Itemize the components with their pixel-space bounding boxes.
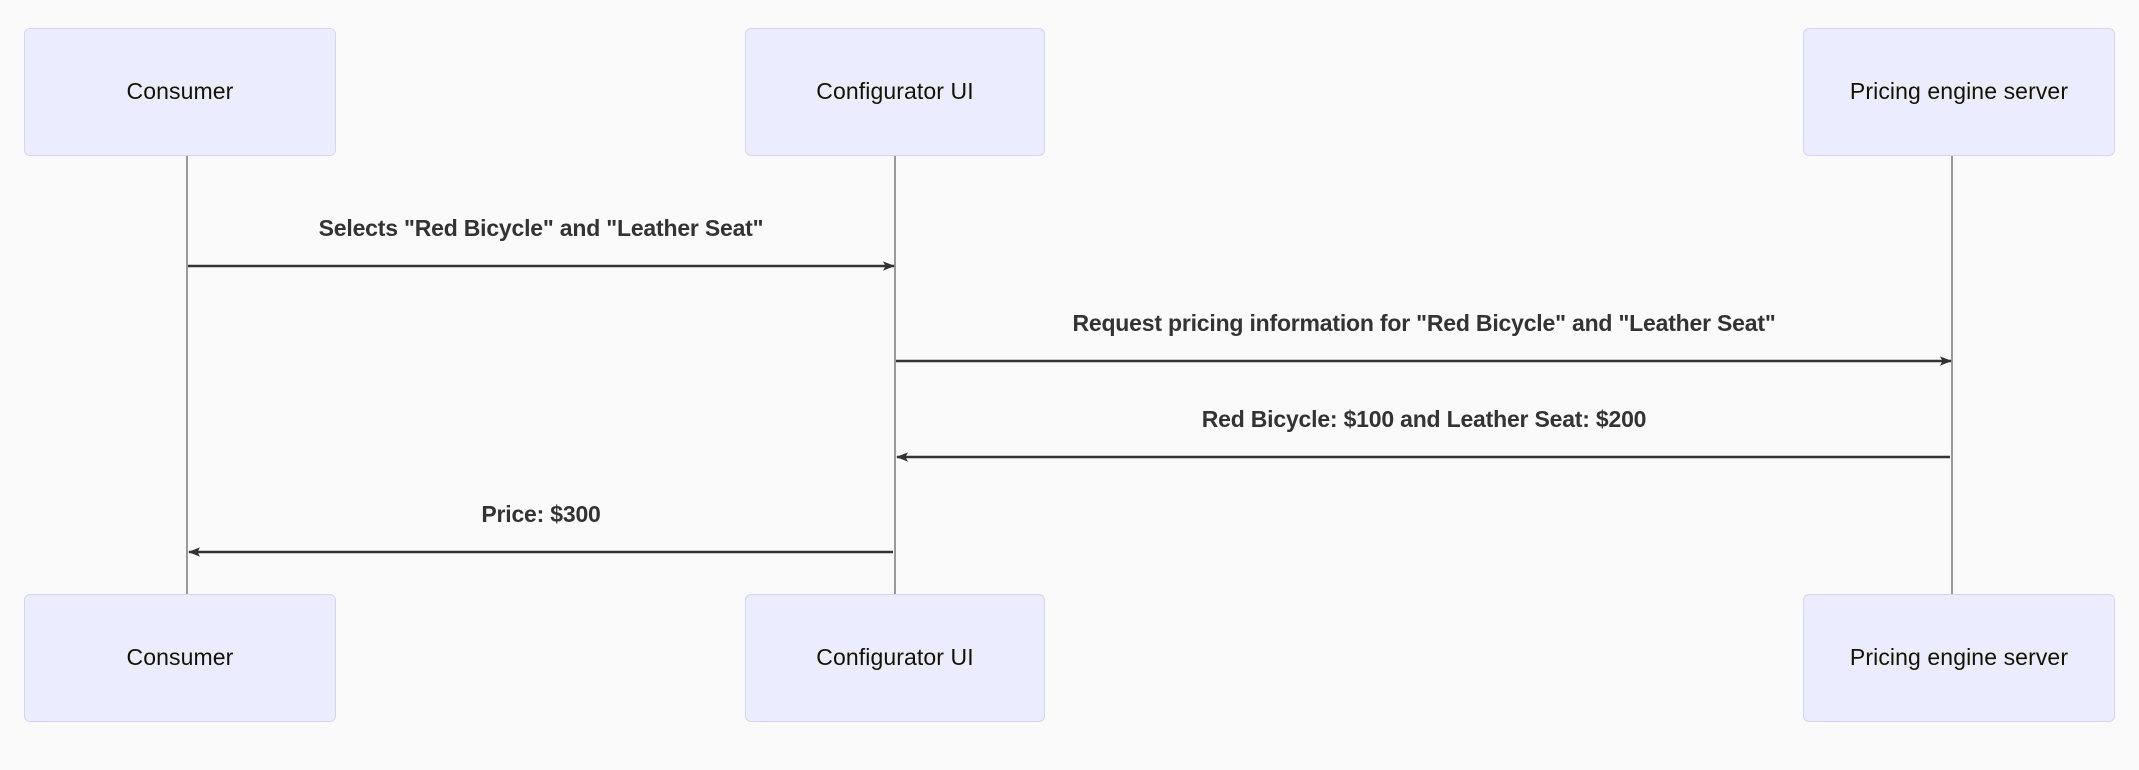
actor-label-consumer: Consumer [126, 78, 234, 105]
lifelines-group [186, 156, 1953, 594]
actor-label-pricing-engine-server: Pricing engine server [1849, 644, 2069, 671]
actor-box-pricing-engine-server-bottom[interactable]: Pricing engine server [1803, 594, 2115, 722]
actor-box-pricing-engine-server-top[interactable]: Pricing engine server [1803, 28, 2115, 156]
actor-label-pricing-engine-server: Pricing engine server [1849, 78, 2069, 105]
message-label-4: Price: $300 [481, 501, 601, 527]
actor-label-configurator-ui: Configurator UI [816, 78, 974, 105]
message-label-2: Request pricing information for "Red Bic… [1072, 310, 1776, 336]
actor-label-consumer: Consumer [126, 644, 234, 671]
actor-label-configurator-ui: Configurator UI [816, 644, 974, 671]
actor-box-configurator-ui-bottom[interactable]: Configurator UI [745, 594, 1045, 722]
message-label-1: Selects "Red Bicycle" and "Leather Seat" [318, 215, 764, 241]
message-arrows-group [188, 261, 1952, 557]
actor-box-consumer-bottom[interactable]: Consumer [24, 594, 336, 722]
actor-box-consumer-top[interactable]: Consumer [24, 28, 336, 156]
actor-box-configurator-ui-top[interactable]: Configurator UI [745, 28, 1045, 156]
message-label-3: Red Bicycle: $100 and Leather Seat: $200 [1201, 406, 1647, 432]
